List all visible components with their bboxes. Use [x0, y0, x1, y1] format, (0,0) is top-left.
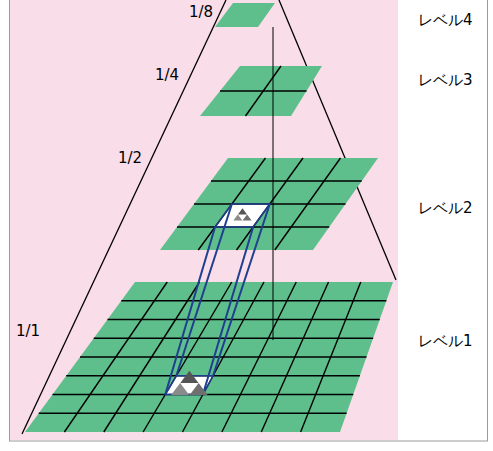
- image-icon: [233, 208, 251, 220]
- level-label: レベル4: [418, 12, 473, 29]
- grid-line: [220, 90, 307, 91]
- icon-triangle: [180, 371, 198, 383]
- grid-line: [222, 282, 296, 432]
- scale-label: 1/4: [155, 67, 179, 84]
- level-label: レベル1: [418, 333, 473, 350]
- highlight-border: [215, 204, 270, 227]
- icon-triangle: [190, 383, 208, 395]
- grid-layer: [160, 158, 378, 250]
- grid-line: [80, 356, 367, 357]
- highlight-cell: [215, 204, 270, 227]
- level-label: レベル2: [418, 200, 473, 217]
- image-icon: [171, 371, 208, 395]
- projection-line: [165, 227, 215, 395]
- icon-triangle: [238, 208, 247, 214]
- grid-layer: [25, 282, 393, 432]
- projection-line: [203, 227, 253, 395]
- level-label: レベル3: [418, 72, 473, 89]
- grid-line: [301, 282, 361, 432]
- grid-layer: [215, 3, 275, 27]
- scale-label: 1/2: [118, 150, 142, 167]
- grid-layers: [22, 0, 396, 434]
- grid-layer: [200, 66, 322, 116]
- grid-line: [39, 413, 347, 414]
- icon-triangle: [171, 383, 189, 395]
- icon-triangle: [233, 214, 242, 220]
- projection-line: [213, 204, 270, 376]
- outer-frame: [10, 0, 488, 441]
- projection-line: [176, 204, 232, 376]
- pink-panel: [10, 0, 398, 440]
- scale-label: 1/1: [16, 323, 40, 340]
- grid-line: [261, 282, 328, 432]
- grid-line: [275, 158, 341, 250]
- center-line: [273, 27, 274, 340]
- icon-triangle: [243, 214, 252, 220]
- scale-label: 1/8: [189, 4, 213, 21]
